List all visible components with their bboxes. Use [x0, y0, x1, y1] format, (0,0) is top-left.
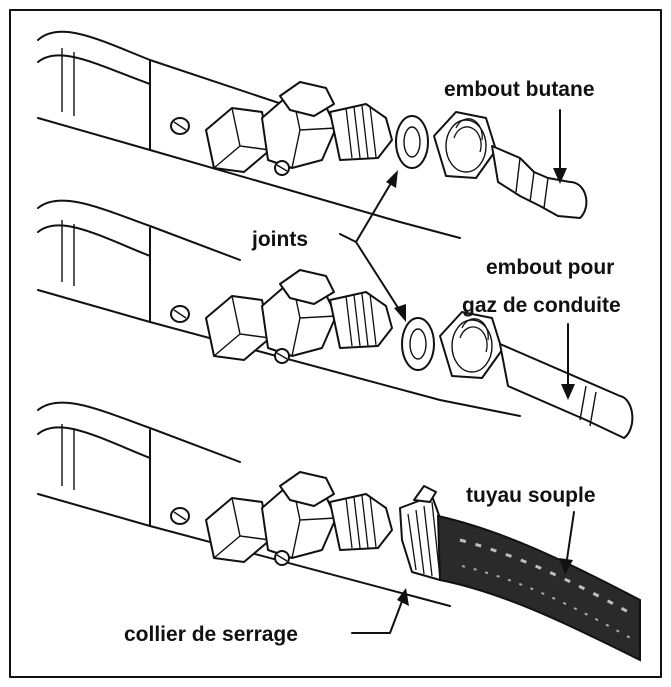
- label-tuyau-souple: tuyau souple: [466, 484, 596, 507]
- figure-frame: [9, 9, 662, 678]
- joint-washer-1: [395, 115, 429, 169]
- leader-lines: [339, 109, 575, 634]
- label-collier-de-serrage: collier de serrage: [124, 623, 298, 646]
- flexible-hose: [436, 514, 641, 662]
- label-joints: joints: [251, 228, 308, 251]
- arrow-joints-2: [355, 241, 403, 315]
- elbow-assembly-3: [170, 471, 393, 566]
- union-nut-2: [439, 311, 503, 379]
- elbow-assembly-2: [170, 269, 393, 364]
- joint-washer-2: [401, 317, 435, 371]
- elbow-assembly-1: [170, 81, 393, 176]
- arrow-joints-1: [339, 177, 395, 243]
- label-embout-pour: embout pour: [486, 256, 614, 279]
- arrow-tuyau-souple: [565, 511, 575, 567]
- panel-city-gas: [37, 199, 634, 439]
- butane-tip: [491, 145, 588, 219]
- label-embout-butane: embout butane: [444, 78, 595, 101]
- union-nut-1: [433, 111, 497, 179]
- label-gaz-de-conduite: gaz de conduite: [462, 294, 621, 317]
- panel-butane: [37, 30, 588, 239]
- panel-hose: [37, 401, 641, 662]
- arrow-collier: [351, 595, 405, 634]
